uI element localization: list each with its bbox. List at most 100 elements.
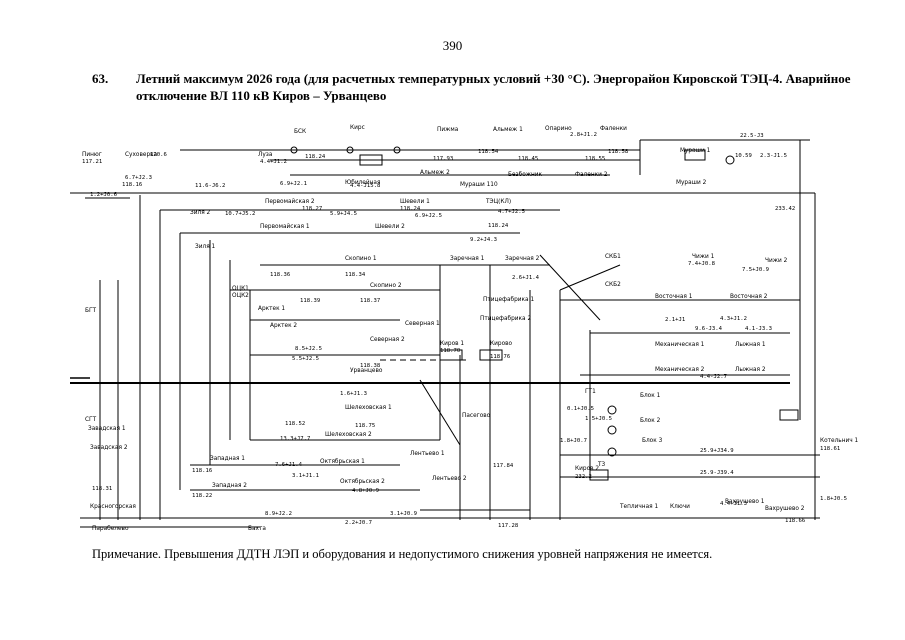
- flow-value: 7.4+J0.8: [688, 261, 716, 267]
- label-blok-3: Блок 3: [642, 438, 663, 444]
- label-urvantsevo: Урванцево: [350, 368, 383, 374]
- label-falenki-2: Фаленки 2: [575, 172, 608, 178]
- label-skopino-2: Скопино 2: [370, 283, 402, 289]
- title-text: Летний максимум 2026 года (для расчетных…: [136, 71, 851, 103]
- label-bakhta: Бахта: [248, 526, 266, 532]
- flow-value: 5.9+J4.5: [330, 211, 357, 217]
- label-shevelii-2: Шевели 2: [375, 224, 405, 230]
- voltage-value: 118.39: [300, 298, 320, 304]
- label-shelekhovskaya-1: Шелеховская 1: [345, 405, 392, 411]
- flow-value: 4.4+J1.3: [720, 501, 747, 507]
- value-labels: 120.6 117.21 118.24 118.54 118.45 118.55…: [82, 132, 847, 529]
- label-zapadnaya-1: Западная 1: [210, 456, 245, 462]
- voltage-value: 118.24: [305, 154, 326, 160]
- label-vostochnaya-2: Восточная 2: [730, 294, 768, 300]
- label-skopino-1: Скопино 1: [345, 256, 377, 262]
- flow-value: 4.7+J2.5: [498, 209, 525, 215]
- label-zilya-2: Зиля 2: [190, 210, 211, 216]
- voltage-value: 118.34: [345, 272, 366, 278]
- label-pervomaiskaya-2: Первомайская 2: [265, 198, 315, 205]
- transformer-icon: [346, 146, 354, 154]
- label-bezbozhnik: Безбожник: [508, 172, 543, 178]
- voltage-value: 118.36: [270, 272, 290, 278]
- flow-value: 2.2+J0.7: [345, 520, 372, 526]
- label-severnaya-1: Северная 1: [405, 321, 440, 327]
- flow-value: 6.7+J2.3: [125, 175, 152, 181]
- voltage-value: 118.52: [285, 421, 305, 427]
- flow-value: 25.9-J39.4: [700, 470, 734, 476]
- schematic-lines: [70, 139, 820, 528]
- label-zapadnaya-2: Западная 2: [212, 483, 247, 489]
- flow-value: 9.6-J3.4: [695, 326, 723, 332]
- voltage-value: 232.2: [575, 474, 592, 480]
- label-kotelnich-1: Котельнич 1: [820, 438, 859, 444]
- label-sgt: СГТ: [85, 417, 97, 423]
- diagram-note: Примечание. Превышения ДДТН ЛЭП и оборуд…: [92, 547, 713, 561]
- label-oczk2: ОЦК2: [232, 293, 249, 299]
- label-ptitsefabrika-2: Птицефабрика 2: [480, 316, 531, 322]
- flow-value: 1.6+J1.3: [340, 391, 367, 397]
- label-chizhi-1: Чижи 1: [692, 254, 715, 260]
- label-almezh-2: Альмеж 2: [420, 170, 450, 176]
- label-chizhi-2: Чижи 2: [765, 258, 788, 264]
- label-arktek-2: Арктек 2: [270, 323, 297, 329]
- label-kirov-1: Киров 1: [440, 341, 464, 347]
- voltage-value: 118.22: [192, 493, 212, 499]
- flow-value: 4.3+J1.2: [720, 316, 747, 322]
- flow-value: 25.9+J34.9: [700, 448, 734, 454]
- label-mekhanicheskaya-1: Механическая 1: [655, 342, 705, 348]
- flow-value: 0.1+J0.5: [567, 406, 594, 412]
- label-oktyabrskaya-1: Октябрьская 1: [320, 459, 365, 465]
- label-kirs: Кирс: [350, 125, 365, 131]
- label-mekhanicheskaya-2: Механическая 2: [655, 367, 705, 373]
- label-bsk: БСК: [294, 129, 306, 135]
- station-box-t3: [589, 469, 609, 481]
- label-krasnogorskaya: Красногорская: [90, 504, 136, 510]
- flow-value: 1.5+J0.5: [585, 416, 612, 422]
- flow-value: 13.3+J7.7: [280, 436, 310, 442]
- diagonal-feeder: [539, 254, 601, 321]
- flow-value: 22.5-J3: [740, 133, 764, 139]
- flow-value: 2.1+J1: [665, 317, 685, 323]
- voltage-value: 118.16: [122, 182, 142, 188]
- voltage-value: 233.42: [775, 206, 795, 212]
- voltage-value: 120.6: [150, 152, 167, 158]
- label-oparino: Опарино: [545, 126, 572, 132]
- label-vakhrushevo-1: Вахрушево 1: [725, 499, 765, 505]
- label-pinyug: Пинюг: [82, 152, 102, 158]
- station-box: [359, 154, 383, 166]
- label-tets-kl: ТЭЦ(КЛ): [485, 199, 511, 205]
- flow-value: 2.3-J1.5: [760, 153, 787, 159]
- flow-value: 5.5+J2.5: [292, 356, 319, 362]
- label-vakhrushevo-2: Вахрушево 2: [765, 506, 805, 512]
- label-almezh-1: Альмеж 1: [493, 127, 523, 133]
- label-lyzhnaya-2: Лыжная 2: [735, 367, 766, 373]
- flow-value: 6.9+J2.1: [280, 181, 307, 187]
- flow-value: 8.5+J2.5: [295, 346, 322, 352]
- label-lentevo-2: Лентьево 2: [432, 476, 467, 482]
- transformer-icon: [607, 447, 617, 457]
- voltage-value: 118.70: [440, 348, 460, 354]
- label-kirov-2: Киров 2: [575, 466, 599, 472]
- flow-value: 9.2+J4.3: [470, 237, 497, 243]
- transformer-icon: [290, 146, 298, 154]
- transformer-icon: [725, 155, 735, 165]
- voltage-value: 118.24: [488, 223, 509, 229]
- label-murashi-110: Мураши 110: [460, 182, 498, 188]
- flow-value: 1.8+J0.7: [560, 438, 587, 444]
- label-luza: Луза: [258, 152, 273, 158]
- voltage-value: 118.75: [355, 423, 375, 429]
- voltage-value: 117.21: [82, 159, 102, 165]
- flow-value: 1.2+J0.6: [90, 192, 117, 198]
- voltage-value: 117.28: [498, 523, 519, 529]
- voltage-value: 118.27: [302, 206, 322, 212]
- flow-value: 2.8+J1.2: [570, 132, 597, 138]
- voltage-value: 118.55: [585, 156, 605, 162]
- transformer-icon: [607, 425, 617, 435]
- transformer-icon: [393, 146, 401, 154]
- voltage-value: 118.24: [400, 206, 421, 212]
- flow-value: 4.4-J15.8: [350, 183, 381, 189]
- transformer-icon: [607, 405, 617, 415]
- flow-value: 3.1+J0.9: [390, 511, 417, 517]
